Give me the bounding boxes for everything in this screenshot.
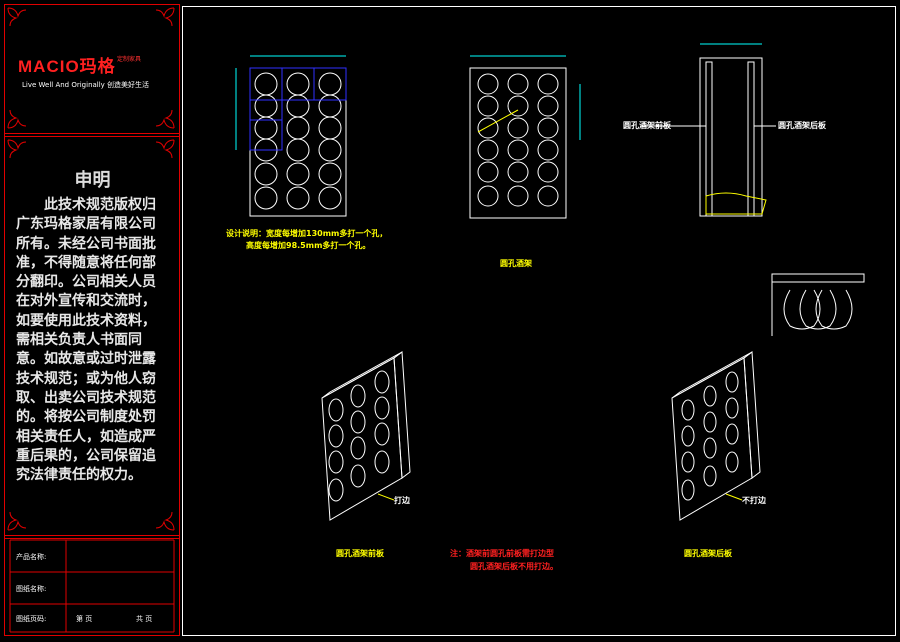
drawing-area-frame (182, 6, 896, 636)
declaration-body: 此技术规范版权归广东玛格家居有限公司所有。未经公司书面批准，不得随意将任何部分翻… (16, 197, 156, 484)
drawing-page-label: 图纸页码: (16, 615, 47, 623)
drawing-name-label: 图纸名称: (16, 585, 47, 593)
front-view-panel (469, 55, 581, 219)
warning-line-2: 圆孔酒架后板不用打边。 (470, 562, 558, 571)
iso-front-panel (321, 351, 411, 521)
brand-logo: MACIO玛格 (18, 57, 116, 76)
iso-back-panel (671, 351, 761, 521)
iso-back-caption: 圆孔酒架后板 (684, 549, 732, 558)
edge-label-back: 不打边 (742, 496, 766, 505)
brand-tag: 定制家具 (117, 56, 142, 63)
iso-front-caption: 圆孔酒架前板 (336, 549, 384, 558)
page-number-label: 第 页 (76, 615, 93, 623)
side-section (640, 43, 776, 217)
side-label-back: 圆孔酒架后板 (778, 121, 826, 130)
front-panel-with-grid (235, 55, 347, 217)
design-note-line-1: 设计说明：宽度每增加130mm多打一个孔， (226, 229, 388, 238)
brand-panel-frame (4, 4, 180, 134)
edge-label-front: 打边 (394, 496, 410, 505)
declaration-title: 申明 (74, 170, 111, 191)
front-view-caption: 圆孔酒架 (500, 259, 532, 268)
page-total-label: 共 页 (136, 615, 153, 623)
design-note-line-2: 高度每增加98.5mm多打一个孔。 (246, 241, 371, 250)
warning-line-1: 注：酒架前圆孔前板需打边型 (450, 549, 554, 558)
side-label-front: 圆孔酒架前板 (623, 121, 671, 130)
brand-slogan: Live Well And Originally 创造美好生活 (22, 81, 150, 89)
declaration-panel-frame (4, 136, 180, 536)
product-name-label: 产品名称: (16, 553, 47, 561)
glass-rack-detail (771, 273, 865, 336)
info-panel-frame (4, 538, 180, 636)
